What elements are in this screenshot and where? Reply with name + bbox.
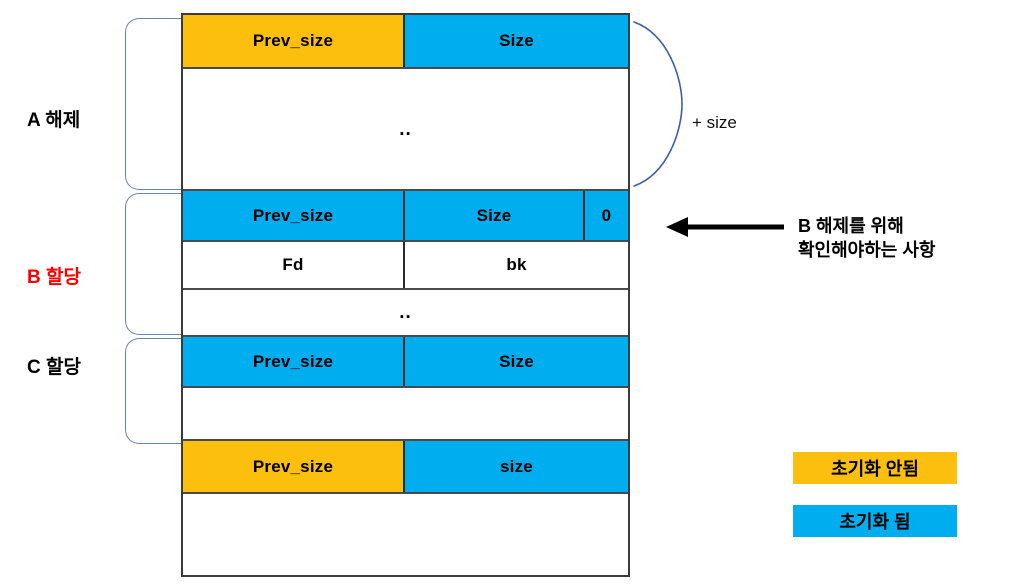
cell-fd: Fd: [183, 242, 405, 288]
table-row-next-header: Prev_size size: [183, 441, 628, 494]
section-label-c: C 할당: [27, 357, 81, 378]
table-row-a-header: Prev_size Size: [183, 15, 628, 69]
table-row-b-header: Prev_size Size 0: [183, 191, 628, 242]
table-row-a-body: ..: [183, 69, 628, 191]
legend-initialized: 초기화 됨: [793, 505, 957, 537]
cell-size: size: [405, 441, 628, 492]
cell-prev-size: Prev_size: [183, 441, 405, 492]
cell-prev-size: Prev_size: [183, 15, 405, 67]
cell-size: Size: [405, 191, 585, 240]
heap-chunk-table: Prev_size Size .. Prev_size Size 0 Fd bk…: [181, 13, 630, 577]
cell-prev-inuse-flag: 0: [585, 191, 628, 240]
table-row-next-body: [183, 494, 628, 575]
cell-size: Size: [405, 337, 628, 386]
size-annotation-label: + size: [692, 113, 737, 132]
cell-empty: [183, 388, 628, 439]
table-row-b-links: Fd bk: [183, 242, 628, 290]
b-free-check-note-line1: B 해제를 위해: [798, 216, 904, 236]
table-row-c-body: [183, 388, 628, 441]
b-free-check-note: B 해제를 위해 확인해야하는 사항: [798, 214, 935, 263]
cell-size: Size: [405, 15, 628, 67]
section-label-b: B 할당: [27, 267, 81, 288]
bracket-section-b: [125, 193, 181, 335]
cell-prev-size: Prev_size: [183, 191, 405, 240]
table-row-b-body: ..: [183, 290, 628, 337]
section-label-a: A 해제: [27, 110, 81, 131]
legend-uninitialized: 초기화 안됨: [793, 452, 957, 484]
cell-ellipsis: ..: [183, 69, 628, 189]
cell-bk: bk: [405, 242, 628, 288]
cell-ellipsis: ..: [183, 290, 628, 335]
b-free-check-note-line2: 확인해야하는 사항: [798, 240, 936, 261]
bracket-section-a: [125, 18, 181, 190]
cell-empty: [183, 494, 628, 575]
size-span-brace-icon: [633, 21, 683, 187]
cell-prev-size: Prev_size: [183, 337, 405, 386]
table-row-c-header: Prev_size Size: [183, 337, 628, 388]
bracket-section-c: [125, 338, 181, 444]
left-arrow-icon: [666, 217, 784, 237]
